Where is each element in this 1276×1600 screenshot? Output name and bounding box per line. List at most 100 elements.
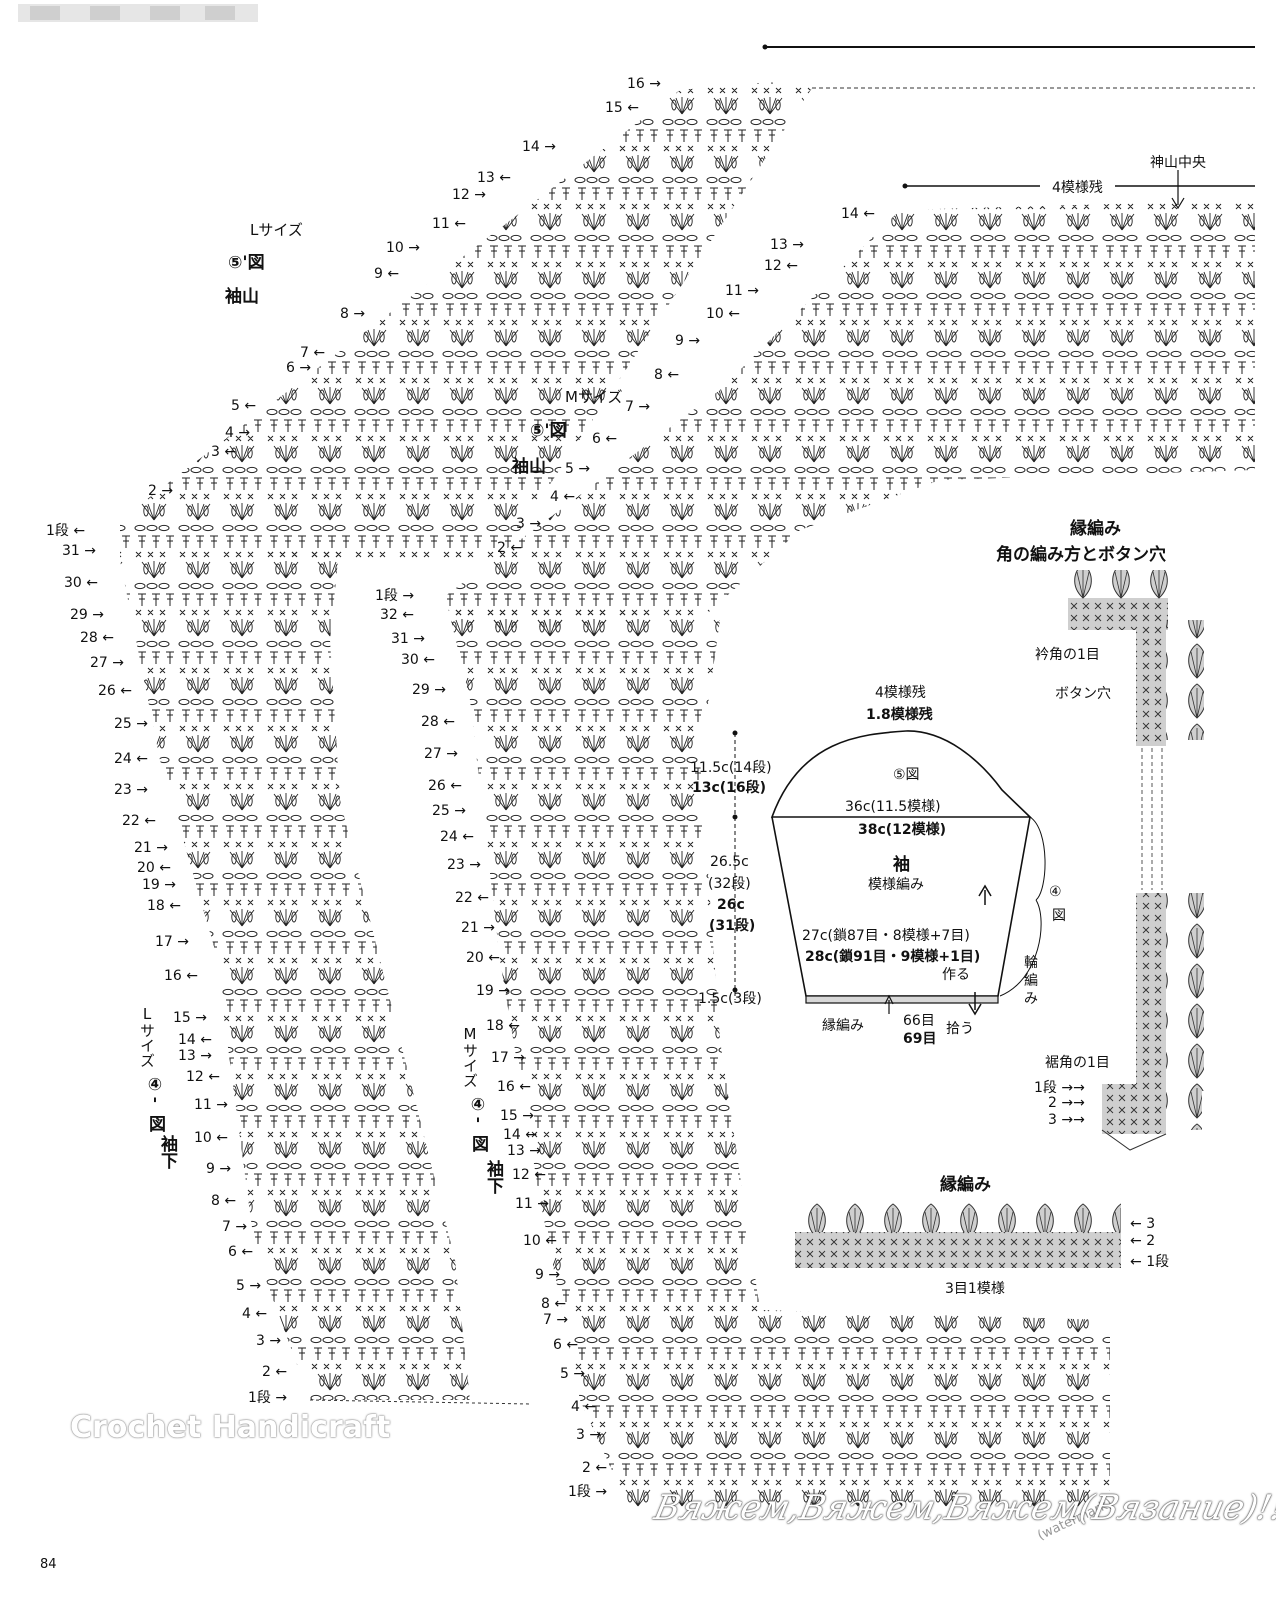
row-label: 26 ← xyxy=(428,778,463,794)
row-label: 2 ← xyxy=(582,1460,608,1476)
row-label: 31 → xyxy=(62,543,97,559)
row-label: 16 → xyxy=(627,76,662,92)
row-label: 30 ← xyxy=(64,575,99,591)
sch-fig4a: ④ xyxy=(1049,884,1062,900)
row-label: 1段 → xyxy=(568,1484,608,1500)
row-label: 4 ← xyxy=(550,489,576,505)
header-blur xyxy=(18,4,258,22)
sleeve-schematic xyxy=(732,730,1046,1016)
row-label: 6 ← xyxy=(592,431,618,447)
row-label: 5 → xyxy=(560,1366,586,1382)
row-label: 1段 ← xyxy=(46,523,86,539)
row-label: 11 → xyxy=(515,1196,550,1212)
sch-pick: 拾う xyxy=(946,1021,974,1037)
row-label: 17 → xyxy=(155,934,190,950)
row-label: 11 → xyxy=(725,283,760,299)
row-label: 24 ← xyxy=(440,829,475,845)
sch-d15: 1.5c(3段) xyxy=(698,991,762,1007)
row-label: 3 ← xyxy=(211,444,237,460)
row-label: 2 ← xyxy=(497,540,523,556)
row-label: 9 → xyxy=(206,1161,232,1177)
row-label: 9 → xyxy=(535,1267,561,1283)
mid-bottom-size: Mサイズ xyxy=(461,1025,479,1088)
row-label: 1段 → xyxy=(248,1390,288,1406)
row-label: 29 → xyxy=(70,607,105,623)
sch-edge: 縁編み xyxy=(822,1018,864,1034)
left-cap-chart xyxy=(120,82,812,560)
row-label: 11 → xyxy=(194,1097,229,1113)
sch-ring3: み xyxy=(1024,991,1038,1007)
sch-d11: 11.5c(14段) xyxy=(690,760,772,776)
edge-corner-title1: 縁編み xyxy=(1070,519,1121,539)
row-label: 6 ← xyxy=(228,1244,254,1260)
row-label: 6 ← xyxy=(553,1337,579,1353)
row-label: 12 ← xyxy=(186,1069,221,1085)
mid-top-size: Mサイズ xyxy=(565,388,623,406)
row-label: 23 → xyxy=(447,857,482,873)
mid-bottom-figure: ④'図 xyxy=(468,1095,488,1152)
edge-collar-label: 衿角の1目 xyxy=(1035,647,1100,663)
left-bottom-part: 袖下 xyxy=(157,1135,177,1169)
row-label: 7 ← xyxy=(300,345,326,361)
left-bottom-figure: ④'図 xyxy=(145,1075,165,1132)
sch-w36: 36c(11.5模様) xyxy=(845,799,941,815)
row-label: 7 → xyxy=(625,399,651,415)
row-label: 25 → xyxy=(114,716,149,732)
row-label: 19 → xyxy=(476,983,511,999)
row-label: 10 ← xyxy=(523,1233,558,1249)
row-label: 25 → xyxy=(432,803,467,819)
edge-row-3: 3 →→ xyxy=(1048,1112,1085,1128)
row-label: 23 → xyxy=(114,782,149,798)
row-label: 1段 → xyxy=(375,588,415,604)
row-label: 4 ← xyxy=(571,1399,597,1415)
sch-s66: 66目 xyxy=(903,1013,935,1029)
row-label: 8 ← xyxy=(541,1296,567,1312)
mid-under-chart xyxy=(445,595,1110,1510)
row-label: 10 ← xyxy=(706,306,741,322)
row-label: 6 → xyxy=(286,360,312,376)
mid-cap-chart xyxy=(440,200,1255,630)
edge-row-2-label: ← 2 xyxy=(1130,1233,1156,1249)
row-label: 9 ← xyxy=(374,266,400,282)
left-under-chart xyxy=(120,535,470,1400)
row-label: 9 → xyxy=(675,333,701,349)
row-label: 21 → xyxy=(461,920,496,936)
row-label: 20 ← xyxy=(137,860,172,876)
row-label: 8 → xyxy=(340,306,366,322)
row-label: 7 → xyxy=(543,1312,569,1328)
left-top-figure: ⑤'図 xyxy=(228,253,265,273)
top-center: 神山中央 xyxy=(1150,155,1206,171)
sch-fig4b: 図 xyxy=(1052,908,1066,924)
row-label: 14 → xyxy=(522,139,557,155)
row-label: 5 → xyxy=(565,461,591,477)
row-label: 21 → xyxy=(134,840,169,856)
row-label: 12 ← xyxy=(764,258,799,274)
sch-top2: 1.8模様残 xyxy=(866,707,933,723)
row-label: 2 ← xyxy=(262,1364,288,1380)
row-label: 5 ← xyxy=(231,398,257,414)
row-label: 14 ← xyxy=(841,206,876,222)
row-label: 8 ← xyxy=(654,367,680,383)
edge-row-1-label: ← 1段 xyxy=(1130,1254,1170,1270)
edge-row-1: 1段 →→ xyxy=(1034,1080,1085,1096)
left-bottom-size: Lサイズ xyxy=(138,1005,156,1068)
edge-strip-chart xyxy=(795,1200,1121,1268)
row-label: 28 ← xyxy=(80,630,115,646)
row-label: 27 → xyxy=(90,655,125,671)
row-label: 13 ← xyxy=(477,170,512,186)
sch-fig5: ⑤図 xyxy=(893,767,920,783)
row-label: 22 ← xyxy=(122,813,157,829)
row-label: 30 ← xyxy=(401,652,436,668)
edge-button-label: ボタン穴 xyxy=(1055,686,1111,702)
row-label: 22 ← xyxy=(455,890,490,906)
row-label: 31 → xyxy=(391,631,426,647)
row-label: 19 → xyxy=(142,877,177,893)
row-label: 17 → xyxy=(491,1050,526,1066)
row-label: 4 ← xyxy=(242,1306,268,1322)
edge-corner-chart xyxy=(1068,570,1204,1151)
sch-ring2: 編 xyxy=(1024,973,1038,989)
sch-d13: 13c(16段) xyxy=(692,780,767,796)
row-label: 3 → xyxy=(516,516,542,532)
row-label: 24 ← xyxy=(114,751,149,767)
